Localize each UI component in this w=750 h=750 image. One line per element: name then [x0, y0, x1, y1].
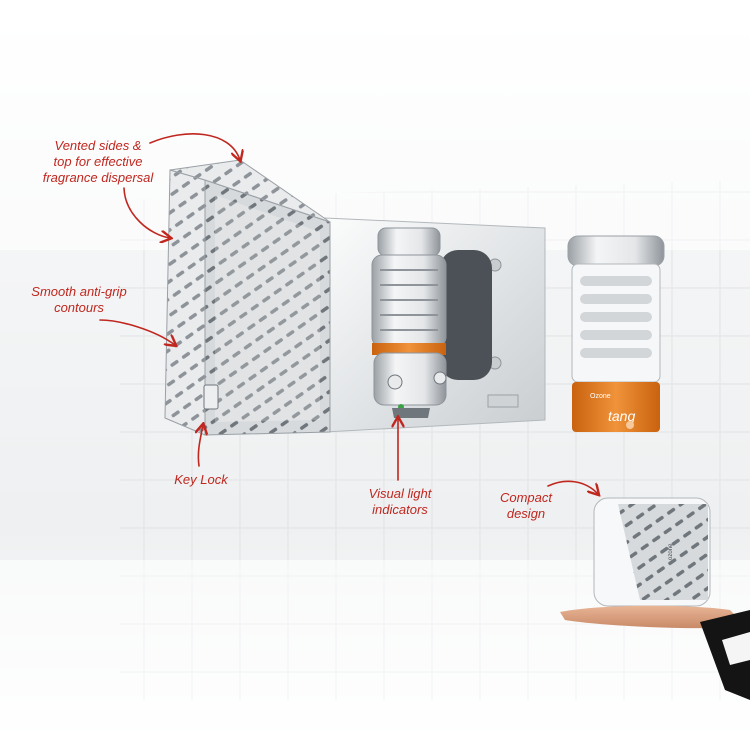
callout-visual-light-line1: Visual light — [368, 486, 432, 501]
dispenser-open — [164, 159, 546, 436]
callout-anti-grip-line2: contours — [54, 300, 104, 315]
callout-compact-line2: design — [506, 506, 546, 521]
callout-anti-grip-line1: Smooth anti-grip — [31, 284, 127, 299]
callout-compact: Compact design — [490, 490, 562, 522]
hand — [560, 605, 750, 700]
refill-brand-text: Ozone — [590, 393, 611, 400]
callout-compact-line1: Compact — [499, 490, 553, 505]
callout-vented-line1: Vented sides & — [54, 138, 142, 153]
callout-arrows — [99, 133, 598, 494]
refill-scent-text: tang — [608, 408, 635, 424]
callout-key-lock: Key Lock — [160, 472, 242, 488]
callout-key-lock-text: Key Lock — [174, 472, 228, 487]
callout-vented-line3: fragrance dispersal — [42, 170, 154, 185]
callout-vented-line2: top for effective — [53, 154, 143, 169]
callout-anti-grip: Smooth anti-grip contours — [14, 284, 144, 316]
callout-visual-light: Visual light indicators — [345, 486, 455, 518]
callout-visual-light-line2: indicators — [372, 502, 428, 517]
compact-unit: ozone — [593, 497, 711, 607]
callout-vented-sides: Vented sides & top for effective fragran… — [28, 138, 168, 186]
svg-text:ozone: ozone — [668, 543, 674, 560]
refill-cartridge: Ozone tang — [567, 235, 665, 432]
